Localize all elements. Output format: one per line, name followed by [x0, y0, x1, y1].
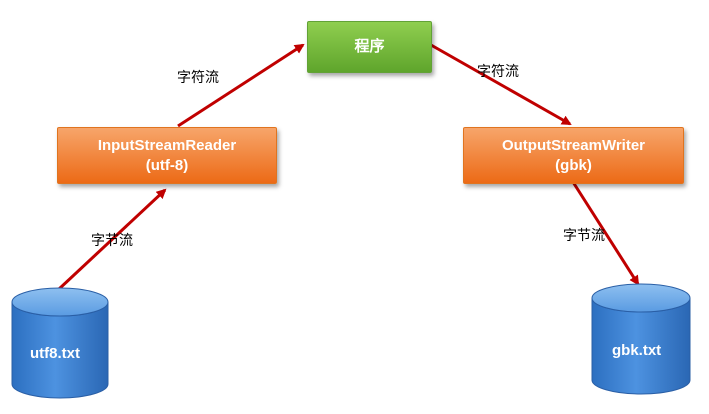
- edge-label-program-to-writer: 字符流: [477, 64, 519, 80]
- edge-label-reader-to-program: 字符流: [177, 70, 219, 86]
- target-file-label: gbk.txt: [612, 342, 662, 359]
- source-file-label: utf8.txt: [30, 345, 80, 362]
- target-file-cylinder: [591, 283, 691, 395]
- program-node: 程序: [307, 21, 432, 73]
- reader-node-encoding: (utf-8): [145, 156, 189, 174]
- reader-node-title: InputStreamReader: [97, 136, 237, 154]
- program-node-label: 程序: [354, 38, 385, 55]
- arrow-reader-to-program: [177, 43, 305, 128]
- edge-label-file-to-reader: 字节流: [91, 233, 133, 249]
- writer-node-title: OutputStreamWriter: [501, 136, 646, 154]
- input-stream-reader-node: InputStreamReader (utf-8): [57, 127, 277, 184]
- writer-node-encoding: (gbk): [555, 156, 592, 174]
- output-stream-writer-node: OutputStreamWriter (gbk): [463, 127, 684, 184]
- arrow-program-to-writer: [430, 43, 572, 126]
- source-file-cylinder: [11, 287, 109, 399]
- arrow-file-to-reader: [57, 188, 167, 291]
- edge-label-writer-to-file: 字节流: [563, 228, 605, 244]
- arrow-writer-to-file: [571, 181, 640, 286]
